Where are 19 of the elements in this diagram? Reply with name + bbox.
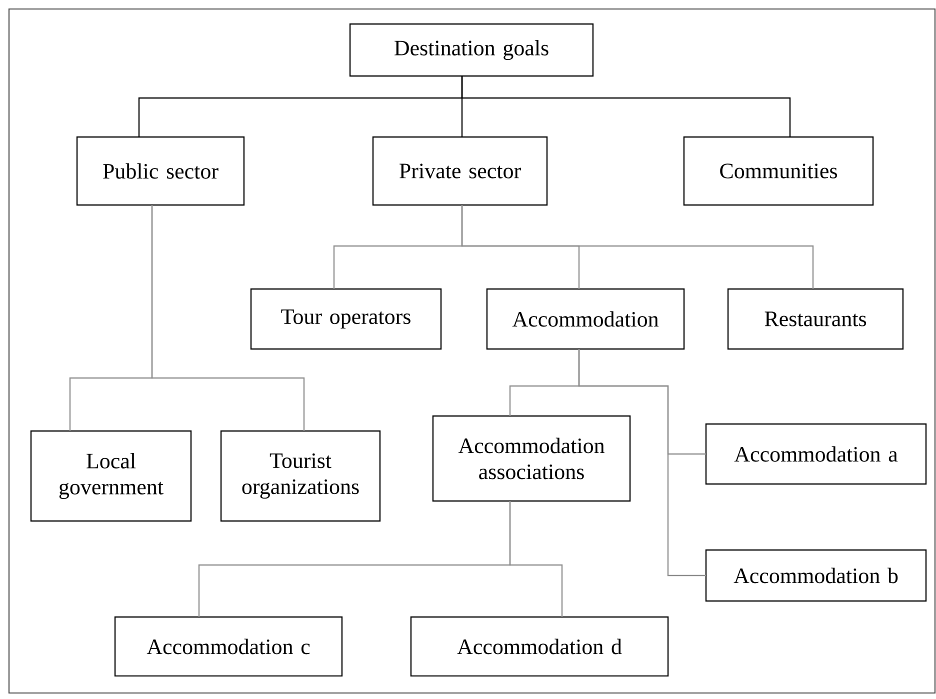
org-box: Local government — [30, 430, 192, 522]
org-box: Destination goals — [349, 23, 594, 77]
connector-line — [509, 501, 563, 617]
org-box: Tourist organizations — [220, 430, 381, 522]
org-box: Public sector — [76, 136, 245, 206]
connector-line — [151, 205, 305, 431]
org-box: Communities — [683, 136, 874, 206]
org-box: Accommodation b — [705, 549, 927, 602]
org-box: Accommodation — [486, 288, 685, 350]
org-box: Tour operators — [250, 288, 442, 350]
org-box: Accommodation a — [705, 423, 927, 485]
org-box: Accommodation d — [410, 616, 669, 677]
org-box: Private sector — [372, 136, 548, 206]
connector-line — [578, 349, 706, 576]
org-box: Accommodation associations — [432, 415, 631, 502]
org-box: Restaurants — [727, 288, 904, 350]
org-box: Accommodation c — [114, 616, 343, 677]
connector-line — [461, 76, 791, 137]
connector-line — [461, 205, 814, 289]
